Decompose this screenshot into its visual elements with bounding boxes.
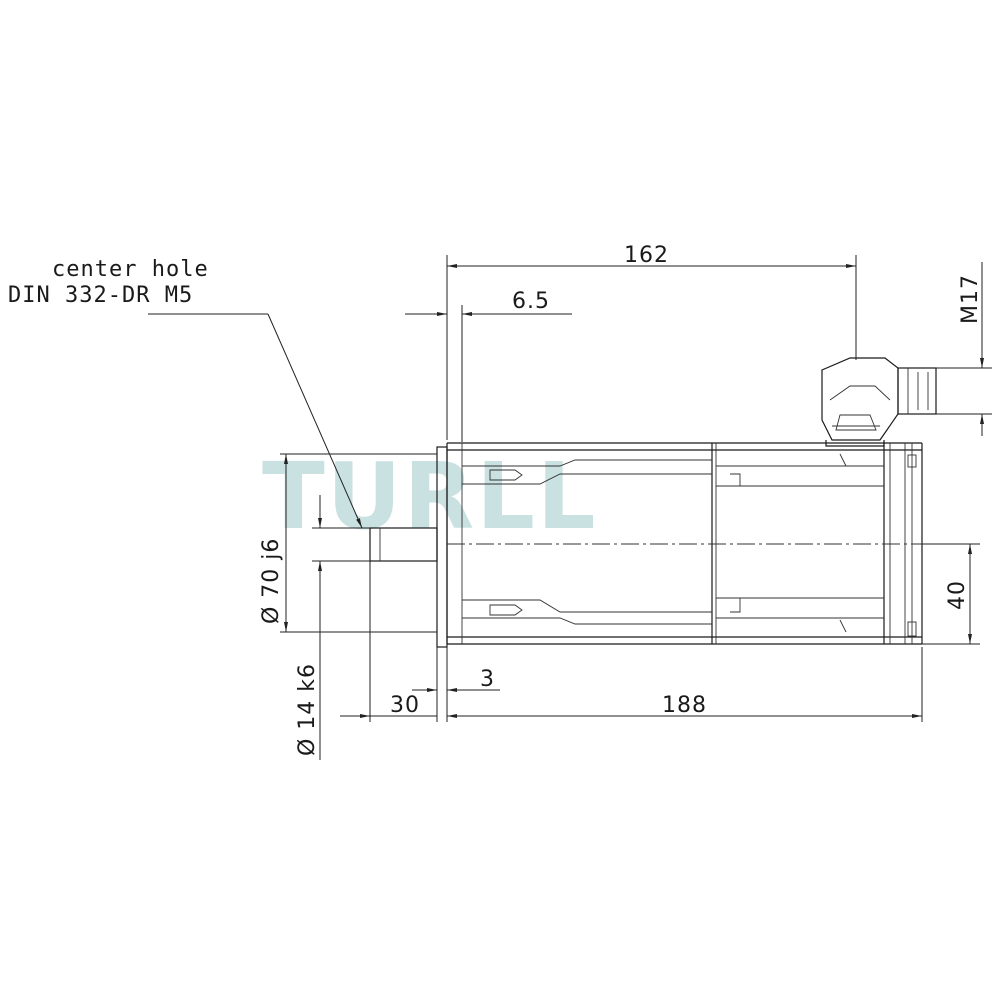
dimension-70-j6-label: Ø 70 j6 (259, 538, 284, 624)
dimension-m17-label: M17 (958, 274, 983, 324)
dimension-162-label: 162 (624, 243, 669, 268)
motor-body (436, 442, 980, 648)
dimension-40-label: 40 (945, 580, 970, 610)
connector (821, 357, 937, 447)
dimension-188: 188 (447, 647, 923, 722)
dimension-6-5-label: 6.5 (512, 289, 550, 314)
dimension-40: 40 (922, 543, 980, 645)
dimension-6-5: 6.5 (405, 289, 572, 442)
dimension-30-label: 30 (390, 693, 420, 718)
dimension-14-k6-label: Ø 14 k6 (295, 663, 320, 756)
dimension-188-label: 188 (662, 693, 707, 718)
dimension-3-label: 3 (480, 667, 495, 692)
center-hole-note: center hole DIN 332-DR M5 (8, 257, 363, 529)
dimension-70-j6: Ø 70 j6 (259, 453, 437, 633)
note-line-1: center hole (52, 257, 209, 282)
watermark-text: TURLL (262, 443, 598, 550)
dimension-3: 3 (412, 644, 500, 722)
dimension-14-k6: Ø 14 k6 (295, 495, 370, 760)
dimension-162: 162 (446, 243, 857, 440)
note-line-2: DIN 332-DR M5 (8, 283, 193, 308)
dimension-m17: M17 (936, 262, 992, 436)
dimension-30: 30 (340, 561, 438, 722)
